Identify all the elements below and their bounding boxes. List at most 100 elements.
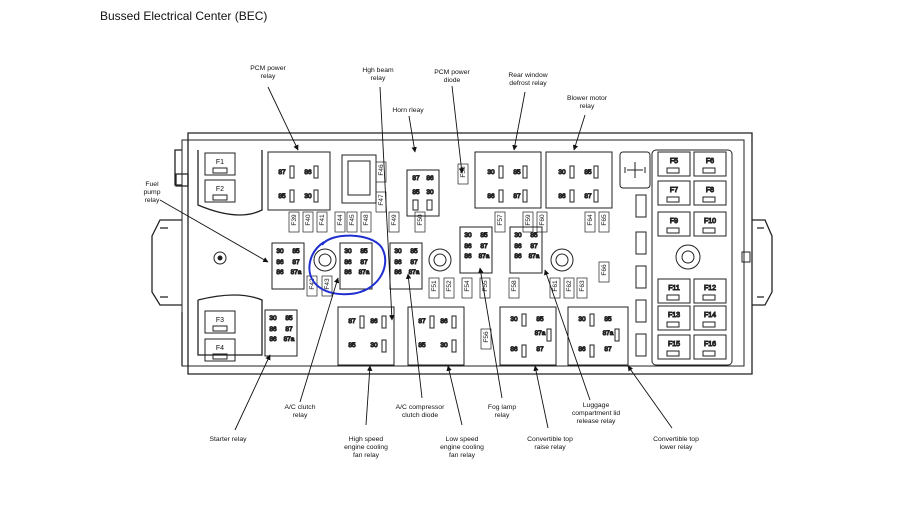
fuse-f66: F66: [598, 261, 610, 283]
fuse-label: F8: [706, 187, 714, 194]
fuse-label: F11: [668, 285, 680, 292]
pin-label: 30: [304, 193, 312, 200]
fuse-label: F56: [483, 331, 490, 343]
callout-line: Fog lamp: [488, 404, 517, 411]
pin-label: 86: [269, 326, 277, 333]
pin-label: 86: [464, 253, 472, 260]
fuse-f8: F8: [693, 180, 727, 206]
pin-label: 87: [360, 259, 368, 266]
pin-label: 87: [278, 169, 286, 176]
fuse-f16: F16: [693, 334, 727, 360]
pin-label: 30: [394, 248, 402, 255]
fuse-label: F14: [704, 312, 716, 319]
fuse-f46: F46: [375, 161, 387, 183]
fuse-label: F4: [216, 345, 224, 352]
leader-lines: [159, 85, 673, 431]
fuse-label: F52: [446, 280, 453, 292]
fuse-f50: F50: [414, 211, 426, 233]
pin-label: 85: [292, 248, 300, 255]
pin-label: 86: [558, 193, 566, 200]
pin-label: 85: [480, 232, 488, 239]
pin-label: 85: [278, 193, 286, 200]
fuse-f65: F65: [598, 211, 610, 233]
callout-line: A/C compressor: [396, 404, 445, 411]
callout-line: Luggage: [583, 402, 610, 409]
callout-line: High speed: [349, 436, 384, 443]
pin-label: 87a: [291, 269, 302, 276]
callout-line: Rear window: [508, 72, 547, 79]
fuse-label: F46: [378, 164, 385, 176]
fuse-f9: F9: [657, 211, 691, 237]
pin-label: 87a: [529, 253, 540, 260]
callout-line: compartment lid: [572, 410, 621, 417]
callout-line: release relay: [577, 418, 617, 425]
diode-plus-box: [619, 151, 651, 189]
pin-label: 87a: [535, 330, 546, 337]
pin-label: 30: [426, 189, 434, 196]
callout-line: diode: [444, 77, 461, 84]
callout-line: PCM power: [434, 69, 470, 76]
pin-label: 86: [344, 259, 352, 266]
pin-label: 87: [348, 318, 356, 325]
fuse-label: F64: [587, 214, 594, 226]
fuse-label: F7: [670, 187, 678, 194]
fuse-label: F43: [324, 278, 331, 290]
fuse-label: F63: [579, 280, 586, 292]
fuse-label: F44: [337, 214, 344, 226]
pin-label: 87: [410, 259, 418, 266]
callout-line: relay: [495, 412, 510, 419]
right-stud: [675, 244, 701, 270]
pin-label: 86: [269, 336, 277, 343]
fuse-label: F1: [216, 159, 224, 166]
fuse-f49: F49: [388, 211, 400, 233]
pin-label: 30: [578, 316, 586, 323]
pin-label: 30: [487, 169, 495, 176]
pin-label: 30: [276, 248, 284, 255]
pin-label: 87: [584, 193, 592, 200]
highlight-circle: [308, 234, 387, 296]
pin-label: 85: [536, 316, 544, 323]
fuse-f1: F1: [204, 152, 236, 176]
callout-line: clutch diode: [402, 412, 438, 419]
blank-slot: [341, 154, 377, 204]
fuse-f14: F14: [693, 305, 727, 331]
page-title: Bussed Electrical Center (BEC): [100, 9, 268, 23]
fuse-f43: F43: [321, 275, 333, 297]
callout-line: lower relay: [660, 444, 693, 451]
callout-line: pump: [143, 189, 160, 196]
fuse-label: F55: [482, 280, 489, 292]
pin-label: 87: [536, 346, 544, 353]
fuse-label: F61: [552, 280, 559, 292]
fuse-f64: F64: [584, 211, 596, 233]
fuse-f59: F59: [522, 211, 534, 233]
callout-line: relay: [371, 75, 386, 82]
fuse-f48: F48: [360, 211, 372, 233]
callout-line: Convertible top: [653, 436, 699, 443]
fuse-label: F66: [601, 264, 608, 276]
fuse-label: F9: [670, 218, 678, 225]
callout-line: fan relay: [449, 452, 476, 459]
fuse-f60: F60: [536, 211, 548, 233]
fuse-f2: F2: [204, 179, 236, 203]
fuse-f54: F54: [461, 277, 473, 299]
pin-label: 87a: [603, 330, 614, 337]
callout-line: Low speed: [446, 436, 479, 443]
pin-label: 30: [440, 342, 448, 349]
pin-label: 87a: [359, 269, 370, 276]
fuse-f44: F44: [334, 211, 346, 233]
fuse-f45: F45: [346, 211, 358, 233]
